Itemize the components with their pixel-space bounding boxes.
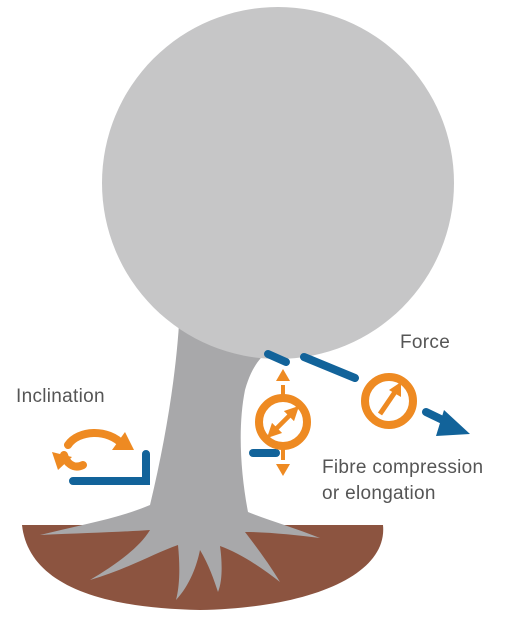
inclination-label: Inclination [16,384,105,410]
diagonal-arrow-circle-icon [365,377,413,425]
force-arrow-icon [426,410,470,436]
tree-crown [102,7,454,359]
fibre-label-line1: Fibre compression [322,455,483,481]
fibre-label-line2: or elongation [322,481,483,507]
force-line [304,357,355,378]
force-label: Force [400,330,450,356]
fibre-label: Fibre compression or elongation [322,455,483,506]
rotation-arrows-icon [52,432,134,470]
bidirectional-arrow-circle-icon [259,369,307,476]
